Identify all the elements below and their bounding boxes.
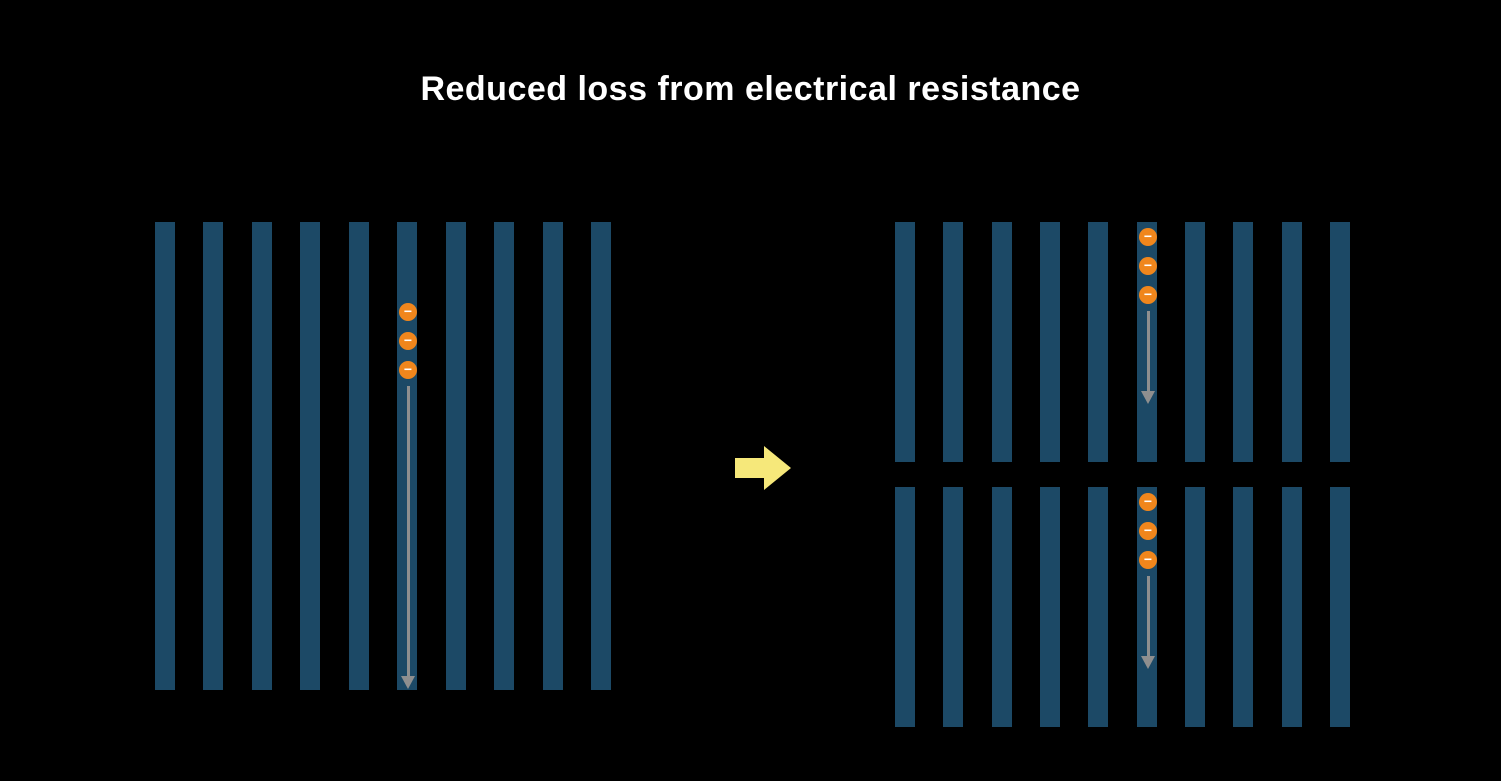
electron-icon: − xyxy=(1139,286,1157,304)
electron-icon: − xyxy=(399,361,417,379)
current-flow-arrow-icon xyxy=(1146,311,1150,391)
cell-bar xyxy=(1281,487,1302,727)
transition-right-arrow-icon xyxy=(735,444,791,492)
electron-group: − − − xyxy=(1139,493,1157,569)
panel-split-cell-top: − − − xyxy=(895,222,1350,462)
cell-bar xyxy=(1329,222,1350,462)
cell-bar xyxy=(991,222,1012,462)
cell-bar xyxy=(1281,222,1302,462)
cell-bar xyxy=(1088,487,1109,727)
cell-bar xyxy=(155,222,175,690)
electron-icon: − xyxy=(1139,522,1157,540)
cell-bar xyxy=(1039,222,1060,462)
cell-bar xyxy=(445,222,466,690)
cell-bar xyxy=(1184,487,1205,727)
cell-bars xyxy=(895,222,1350,462)
cell-bar xyxy=(1184,222,1205,462)
electron-icon: − xyxy=(399,303,417,321)
cell-bar xyxy=(542,222,563,690)
cell-bar xyxy=(494,222,515,690)
electron-icon: − xyxy=(399,332,417,350)
cell-bars xyxy=(155,222,611,690)
electron-group: − − − xyxy=(1139,228,1157,304)
current-flow-arrow-icon xyxy=(1146,576,1150,656)
electron-icon: − xyxy=(1139,257,1157,275)
panel-single-cell: − − − xyxy=(155,222,611,690)
cell-bar xyxy=(300,222,321,690)
cell-bars xyxy=(895,487,1350,727)
cell-bar xyxy=(1088,222,1109,462)
electron-flow: − − − xyxy=(399,303,417,676)
cell-bar xyxy=(895,222,915,462)
cell-bar xyxy=(1039,487,1060,727)
cell-bar xyxy=(590,222,611,690)
cell-bar xyxy=(348,222,369,690)
panel-split-cell-bottom: − − − xyxy=(895,487,1350,727)
cell-bar xyxy=(203,222,224,690)
diagram-title: Reduced loss from electrical resistance xyxy=(420,70,1081,108)
electron-flow: − − − xyxy=(1139,493,1157,656)
cell-bar xyxy=(991,487,1012,727)
cell-bar xyxy=(943,487,964,727)
electron-icon: − xyxy=(1139,228,1157,246)
current-flow-arrow-icon xyxy=(406,386,410,676)
electron-group: − − − xyxy=(399,303,417,379)
electron-flow: − − − xyxy=(1139,228,1157,391)
electron-icon: − xyxy=(1139,551,1157,569)
electron-icon: − xyxy=(1139,493,1157,511)
cell-bar xyxy=(1233,487,1254,727)
cell-bar xyxy=(895,487,915,727)
cell-bar xyxy=(1329,487,1350,727)
cell-bar xyxy=(943,222,964,462)
cell-bar xyxy=(1233,222,1254,462)
cell-bar xyxy=(251,222,272,690)
